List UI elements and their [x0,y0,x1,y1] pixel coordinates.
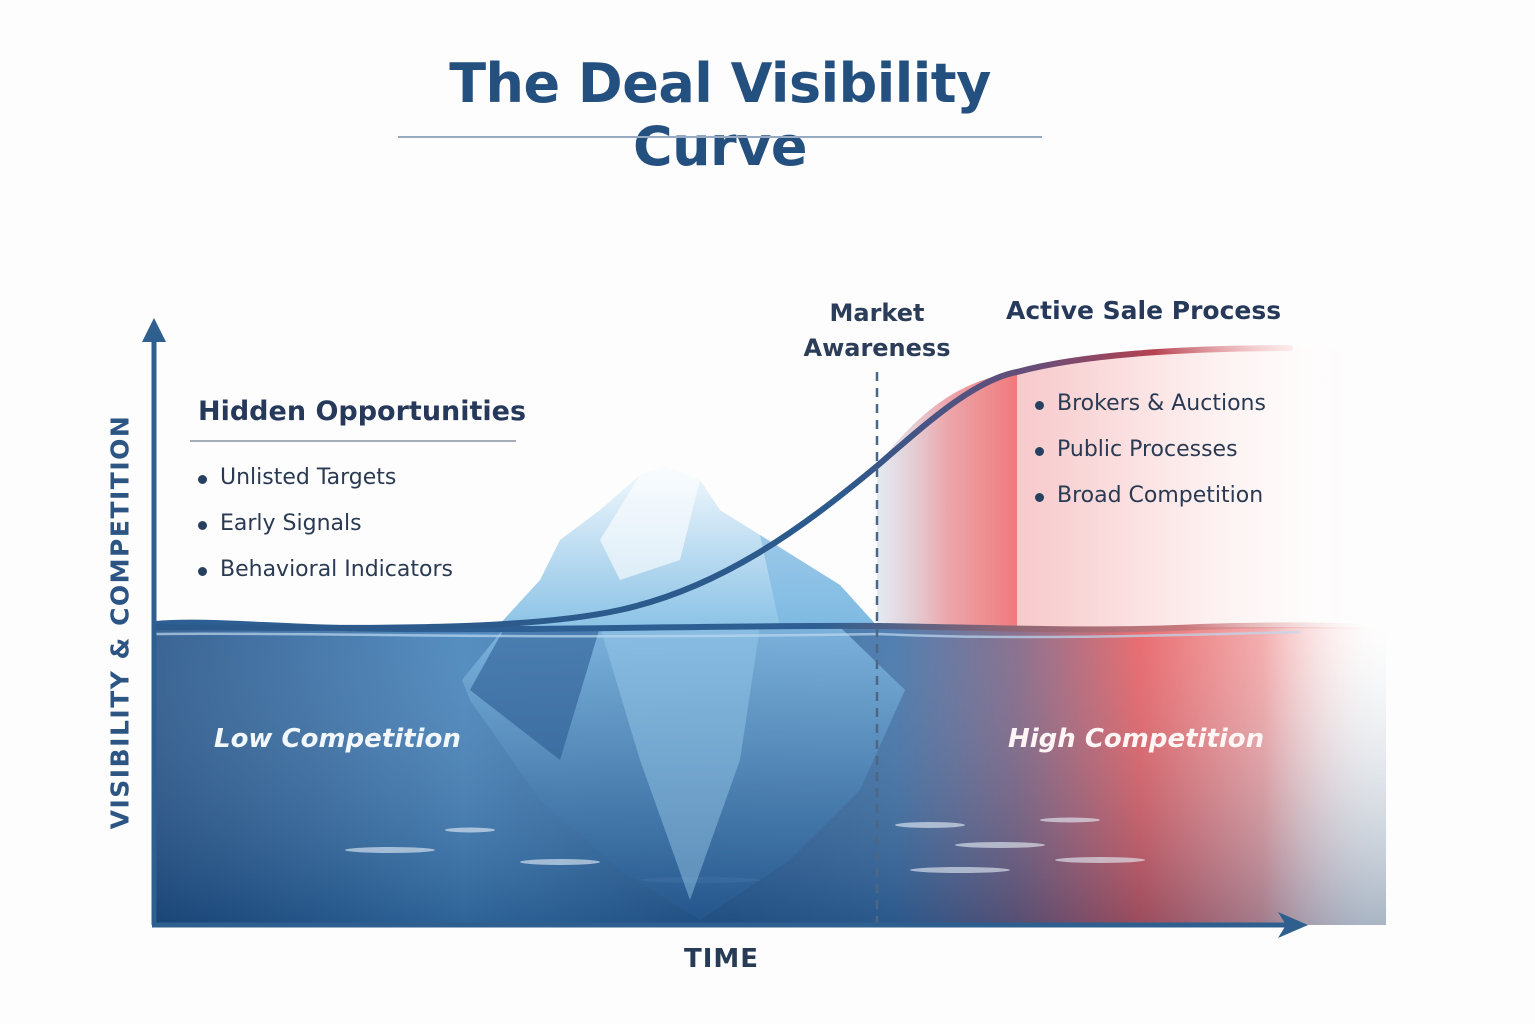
x-axis-label: TIME [684,944,760,974]
market-awareness-label: Market Awareness [800,296,954,366]
hidden-opportunities-divider [190,440,516,442]
list-item: Public Processes [1035,436,1266,482]
active-sale-area [1017,348,1380,627]
active-sale-heading: Active Sale Process [1006,296,1282,325]
list-item: Broad Competition [1035,482,1266,528]
visibility-curve [153,345,1293,631]
x-axis-arrow-icon [1278,912,1308,938]
list-item: Behavioral Indicators [198,556,453,602]
title-divider [398,136,1042,138]
y-axis-arrow-icon [142,318,166,342]
market-awareness-line1: Market [829,299,925,327]
list-item: Unlisted Targets [198,464,453,510]
low-competition-label: Low Competition [214,724,461,754]
page-title: The Deal Visibility Curve [449,52,991,178]
list-item: Early Signals [198,510,453,556]
hidden-opportunities-heading: Hidden Opportunities [198,396,527,427]
market-awareness-line2: Awareness [803,334,951,362]
list-item: Brokers & Auctions [1035,390,1266,436]
hidden-opportunities-list: Unlisted Targets Early Signals Behaviora… [198,464,453,602]
high-competition-label: High Competition [1008,724,1265,754]
y-axis-label: VISIBILITY & COMPETITION [105,414,135,830]
active-sale-list: Brokers & Auctions Public Processes Broa… [1035,390,1266,528]
